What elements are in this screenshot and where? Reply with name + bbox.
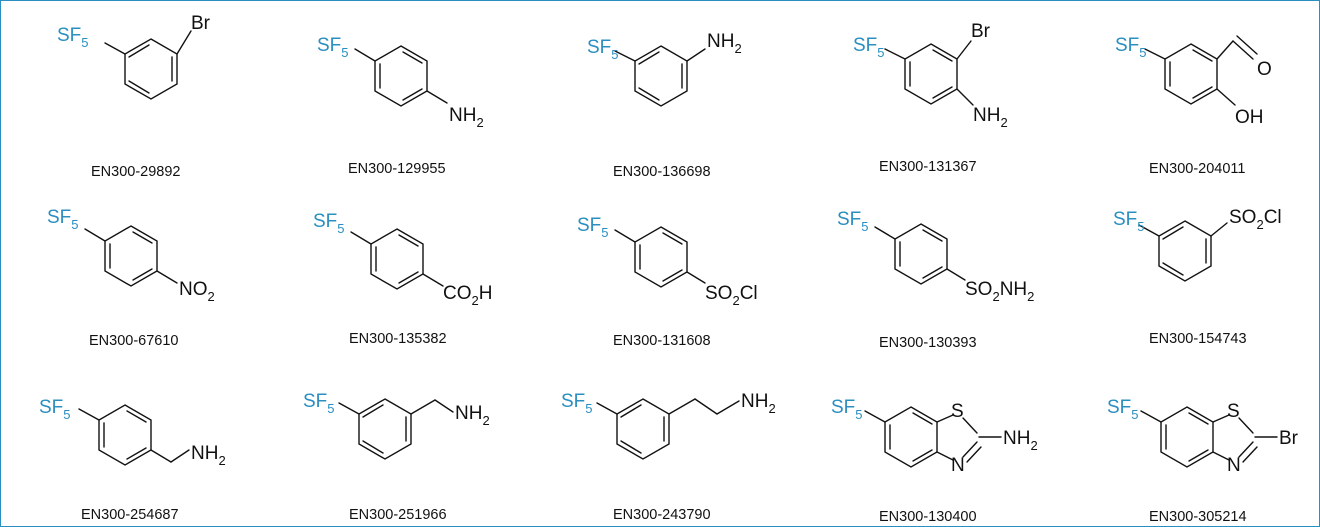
substituent-label: NH2 (449, 105, 484, 130)
substituent-label: Br (1279, 428, 1299, 449)
benzene-ring (350, 228, 444, 290)
sf5-label: SF5 (853, 35, 885, 60)
compound-id: EN300-251966 (349, 507, 447, 523)
substituent-label: NH2 (741, 391, 776, 416)
benzene-ring (78, 404, 190, 466)
sf5-label: SF5 (303, 391, 335, 416)
compound-en300-136698: SF5 NH2 EN300-136698 (587, 31, 742, 180)
substituent2-label: NH2 (973, 105, 1008, 130)
substituent-label: SO2Cl (705, 283, 758, 308)
sf5-label: SF5 (313, 211, 345, 236)
sf5-label: SF5 (39, 397, 71, 422)
substituent-label: CO2H (443, 283, 492, 308)
substituent-label: NH2 (1003, 428, 1038, 453)
compound-id: EN300-131367 (879, 159, 977, 175)
compound-en300-204011: SF5 O OH EN300-204011 (1115, 35, 1272, 177)
compound-en300-135382: SF5 CO2H EN300-135382 (313, 211, 492, 347)
benzene-ring (84, 225, 178, 287)
sf5-label: SF5 (1107, 397, 1139, 422)
substituent-label: O (1257, 59, 1272, 80)
compound-id: EN300-130400 (879, 509, 977, 525)
compound-id: EN300-305214 (1149, 509, 1247, 525)
compound-en300-129955: SF5 NH2 EN300-129955 (317, 35, 484, 177)
compound-id: EN300-136698 (613, 164, 711, 180)
sf5-label: SF5 (1113, 209, 1145, 234)
benzene-ring (884, 40, 974, 106)
substituent-label: Br (971, 21, 991, 42)
sf5-label: SF5 (1115, 35, 1147, 60)
benzene-ring (596, 398, 740, 460)
sf5-label: SF5 (561, 391, 593, 416)
compound-en300-154743: SF5 SO2Cl EN300-154743 (1113, 207, 1282, 347)
benzene-ring (614, 226, 706, 288)
ring-atom-n: N (951, 455, 965, 476)
compound-id: EN300-254687 (81, 507, 179, 523)
benzene-ring (874, 223, 966, 285)
compound-en300-305214: S N SF5 Br EN300-305214 (1107, 397, 1299, 525)
compound-id: EN300-129955 (348, 161, 446, 177)
compound-en300-130400: S N SF5 NH2 EN300-130400 (831, 397, 1038, 525)
substituent-label: SO2Cl (1229, 207, 1282, 232)
compound-id: EN300-131608 (613, 333, 711, 349)
ring-atom-s: S (1227, 401, 1240, 422)
compound-en300-130393: SF5 SO2NH2 EN300-130393 (837, 209, 1034, 351)
compound-en300-254687: SF5 NH2 EN300-254687 (39, 397, 226, 523)
substituent2-label: OH (1235, 107, 1264, 128)
sf5-label: SF5 (837, 209, 869, 234)
ring-atom-n: N (1227, 455, 1241, 476)
compound-en300-251966: SF5 NH2 EN300-251966 (303, 391, 490, 523)
compound-id: EN300-204011 (1149, 161, 1245, 177)
sf5-label: SF5 (831, 397, 863, 422)
benzene-ring (338, 398, 454, 460)
sf5-label: SF5 (47, 207, 79, 232)
compound-id: EN300-67610 (89, 333, 179, 349)
substituent-label: NO2 (179, 279, 215, 304)
substituent-label: NH2 (707, 31, 742, 56)
compound-en300-67610: SF5 NO2 EN300-67610 (47, 207, 215, 349)
sf5-label: SF5 (317, 35, 349, 60)
sf5-label: SF5 (57, 25, 89, 50)
benzene-ring (354, 45, 448, 107)
compound-id: EN300-154743 (1149, 331, 1247, 347)
compound-en300-29892: SF5 Br EN300-29892 (57, 13, 211, 180)
compound-en300-131367: SF5 Br NH2 EN300-131367 (853, 21, 1008, 175)
benzothiazole-ring (1140, 406, 1278, 468)
sf5-label: SF5 (577, 215, 609, 240)
benzene-ring (1144, 35, 1258, 106)
ring-atom-s: S (951, 401, 964, 422)
benzene-ring (1138, 220, 1228, 282)
benzene-ring (104, 30, 192, 100)
benzothiazole-ring (864, 406, 1002, 468)
substituent-label: SO2NH2 (965, 279, 1034, 304)
sf5-label: SF5 (587, 37, 619, 62)
compound-id: EN300-243790 (613, 507, 711, 523)
compound-id: EN300-135382 (349, 331, 447, 347)
substituent-label: NH2 (191, 443, 226, 468)
compound-id: EN300-29892 (91, 164, 181, 180)
substituent-label: NH2 (455, 403, 490, 428)
compound-en300-131608: SF5 SO2Cl EN300-131608 (577, 215, 758, 349)
benzene-ring (614, 45, 706, 107)
substituent-label: Br (191, 13, 211, 34)
compound-id: EN300-130393 (879, 335, 977, 351)
compound-en300-243790: SF5 NH2 EN300-243790 (561, 391, 776, 523)
